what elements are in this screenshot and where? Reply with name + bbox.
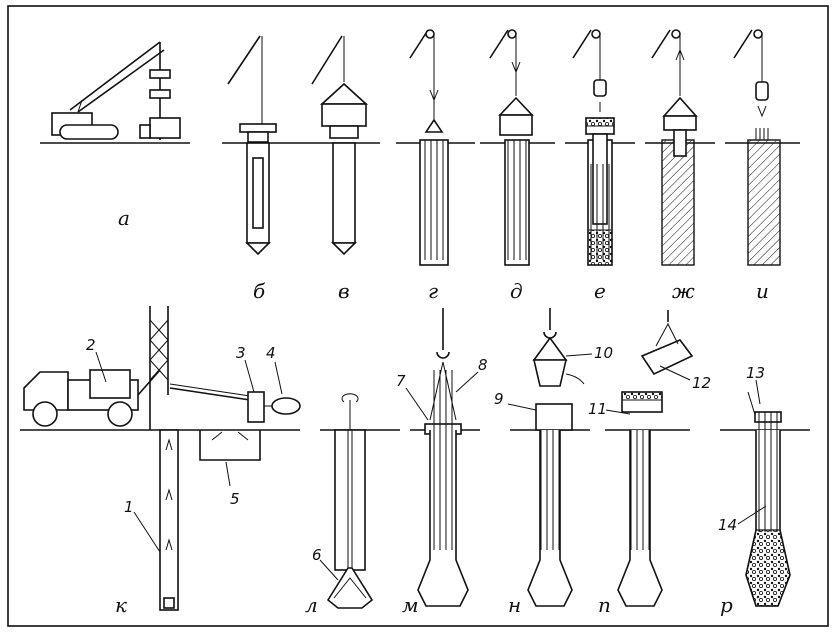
- scene-a-crane: [40, 41, 190, 144]
- scene-n-concreting: [510, 308, 590, 607]
- callouts: 1 2 3 4 5 6 7 8 9 10 11 12 13 14: [86, 336, 767, 581]
- label-panel-p: п: [598, 593, 611, 617]
- label-panel-zh: ж: [672, 279, 695, 303]
- scene-g: [396, 29, 475, 266]
- callout-7: 7: [396, 372, 406, 390]
- frame-border: [7, 5, 829, 627]
- label-panel-m: м: [402, 593, 419, 617]
- callout-3: 3: [236, 344, 246, 362]
- scene-e: [565, 29, 635, 266]
- scene-r-finished-pile: [720, 391, 810, 607]
- scene-b: [222, 35, 305, 256]
- label-panel-k: к: [115, 593, 127, 617]
- label-panel-r: р: [720, 593, 733, 617]
- callout-12: 12: [692, 374, 711, 392]
- scene-v: [305, 35, 380, 256]
- callout-4: 4: [266, 344, 276, 362]
- scene-i: [725, 29, 800, 266]
- label-panel-g: г: [428, 279, 438, 303]
- callout-11: 11: [588, 400, 607, 418]
- label-panel-i: и: [756, 279, 769, 303]
- callout-13: 13: [746, 364, 765, 382]
- label-panel-b: б: [253, 279, 266, 303]
- label-panel-v: в: [338, 279, 350, 303]
- scene-d: [480, 29, 555, 266]
- scene-p-finishing: [605, 310, 694, 607]
- callout-8: 8: [478, 356, 488, 374]
- label-panel-e: е: [594, 279, 606, 303]
- scene-k-drilling-rig: [20, 306, 301, 611]
- scene-zh: [645, 29, 715, 266]
- callout-14: 14: [718, 516, 737, 534]
- callout-1: 1: [124, 498, 134, 516]
- callout-5: 5: [230, 490, 240, 508]
- label-panel-l: л: [305, 593, 318, 617]
- callout-6: 6: [312, 546, 322, 564]
- callout-10: 10: [594, 344, 613, 362]
- label-panel-d: д: [510, 279, 523, 303]
- scene-l-bucket: [320, 393, 400, 609]
- label-panel-a: а: [118, 206, 130, 230]
- scene-m-cage: [410, 308, 480, 607]
- label-panel-n: н: [508, 593, 521, 617]
- callout-2: 2: [86, 336, 96, 354]
- callout-9: 9: [494, 390, 504, 408]
